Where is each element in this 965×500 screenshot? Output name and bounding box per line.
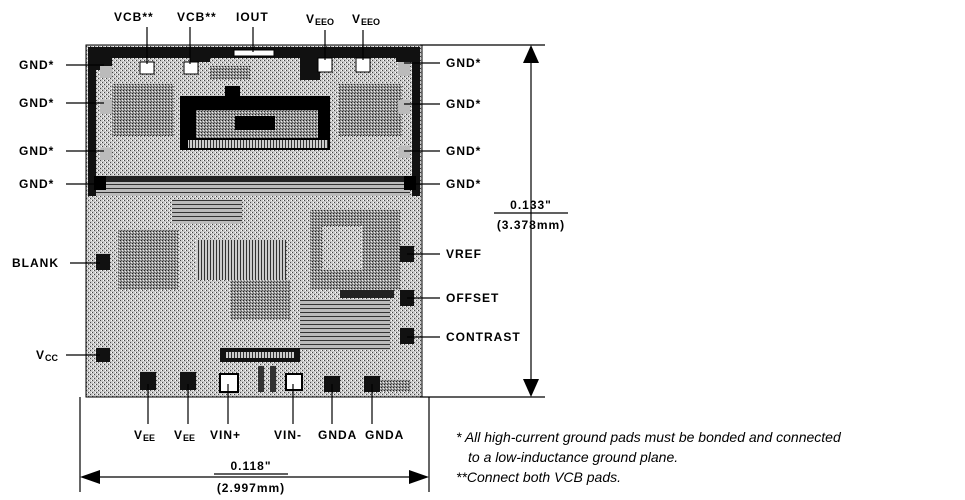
width-dim-inches: 0.118" [230, 459, 272, 473]
pad-label-right-gnd-1: GND* [446, 56, 482, 70]
pad-label-vcc: VCC [36, 348, 59, 363]
note-ground-pads-line1: * All high-current ground pads must be b… [456, 429, 841, 445]
pad-label-right-gnd-4: GND* [446, 177, 482, 191]
height-dim-mm: (3.378mm) [496, 218, 566, 232]
pad-label-blank: BLANK [12, 256, 59, 270]
pad-label-vee-2: VEE [174, 428, 196, 443]
pad-label-vin-minus: VIN- [274, 428, 302, 442]
note-vcb-pads: **Connect both VCB pads. [456, 469, 621, 485]
pad-label-iout: IOUT [236, 10, 269, 24]
height-arrow-bottom [523, 379, 539, 397]
pad-label-left-gnd-4: GND* [19, 177, 55, 191]
pad-label-left-gnd-3: GND* [19, 144, 55, 158]
width-arrow-right [409, 470, 429, 484]
height-arrow-top [523, 45, 539, 63]
pad-label-right-gnd-2: GND* [446, 97, 482, 111]
pad-label-veeo-1: VEEO [306, 12, 335, 27]
pad-label-left-gnd-1: GND* [19, 58, 55, 72]
pad-label-vcb-1: VCB** [114, 10, 154, 24]
width-dim-mm: (2.997mm) [216, 481, 286, 495]
pad-label-vin-plus: VIN+ [210, 428, 242, 442]
pad-label-left-gnd-2: GND* [19, 96, 55, 110]
width-arrow-left [80, 470, 100, 484]
height-dim-inches: 0.133" [510, 198, 552, 212]
pad-label-right-gnd-3: GND* [446, 144, 482, 158]
pad-label-offset: OFFSET [446, 291, 500, 305]
pad-label-vcb-2: VCB** [177, 10, 217, 24]
pad-label-vee-1: VEE [134, 428, 156, 443]
note-ground-pads-line2: to a low-inductance ground plane. [468, 449, 679, 465]
pad-label-gnda-1: GNDA [318, 428, 358, 442]
pad-label-contrast: CONTRAST [446, 330, 521, 344]
pad-label-vref: VREF [446, 247, 483, 261]
pad-label-gnda-2: GNDA [365, 428, 405, 442]
pad-label-veeo-2: VEEO [352, 12, 381, 27]
